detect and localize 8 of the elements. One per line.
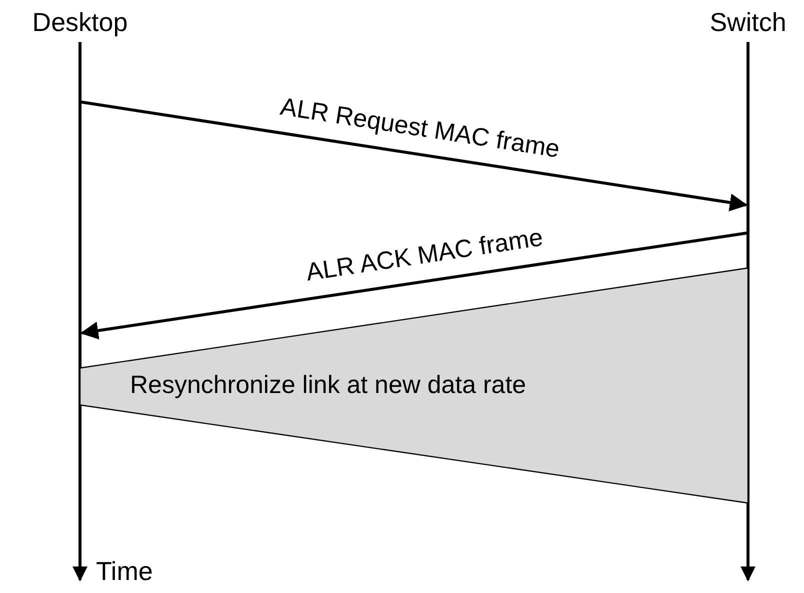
axis-label: Time [96, 556, 153, 587]
edge-label: ALR ACK MAC frame [304, 223, 544, 287]
participant-label: Desktop [31, 6, 129, 38]
participant-label: Switch [708, 6, 788, 38]
arrow [80, 100, 748, 212]
edge-label: ALR Request MAC frame [278, 92, 562, 164]
arrow [80, 232, 748, 340]
region-text: Resynchronize link at new data rate [130, 371, 526, 400]
